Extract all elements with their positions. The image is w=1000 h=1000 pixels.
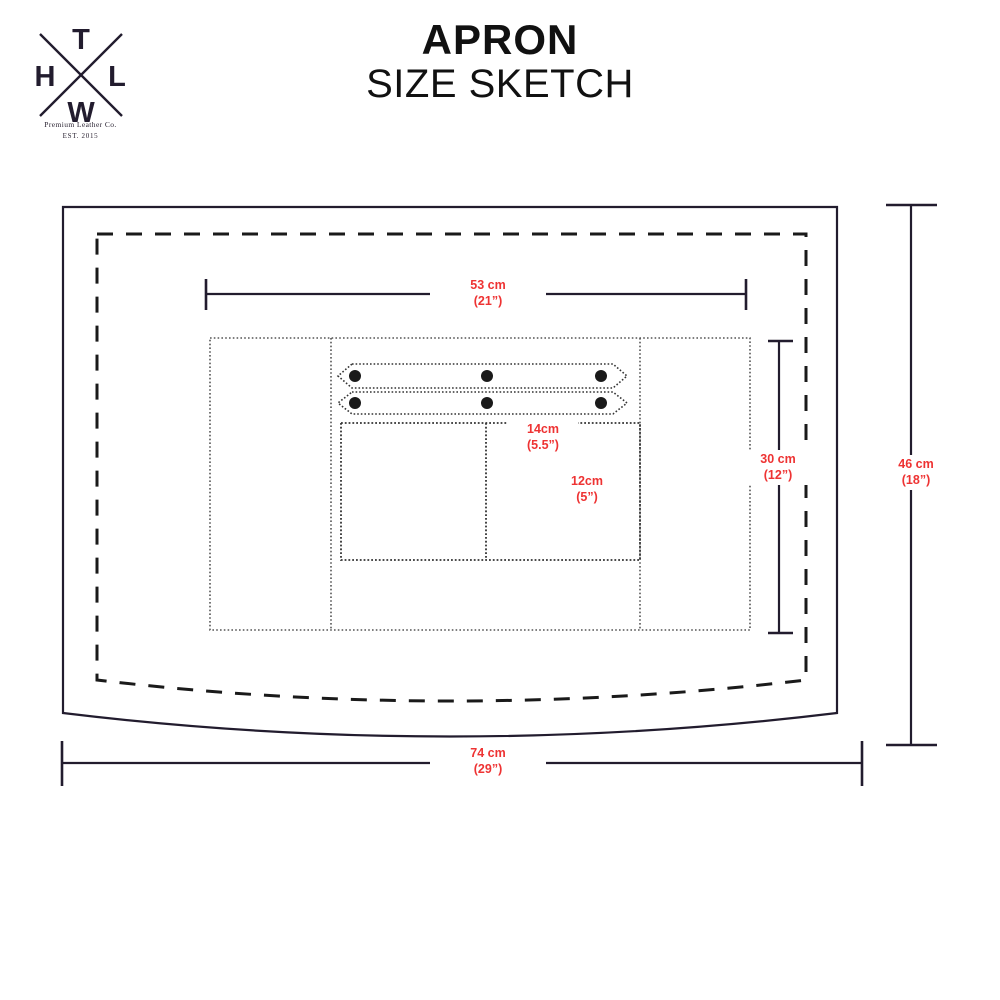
dimension-imperial: (21”) <box>473 293 503 308</box>
page-subtitle: SIZE SKETCH <box>366 62 634 106</box>
pocket-outline <box>340 422 641 561</box>
dimension-label-pocket-height: 12cm (5”) <box>555 473 619 507</box>
logo-letter-top: T <box>72 24 90 56</box>
logo-letter-left: H <box>35 61 56 93</box>
rivet-icon <box>349 397 361 409</box>
dimension-label-53cm: 53 cm (21”) <box>430 278 546 310</box>
dimension-metric: 74 cm <box>470 746 506 760</box>
dimension-line-30cm <box>768 339 793 635</box>
brand-tagline: Premium Leather Co. <box>44 120 117 129</box>
dimension-metric: 30 cm <box>760 452 796 466</box>
dimension-imperial: (29”) <box>473 761 503 776</box>
dimension-label-pocket-width: 14cm (5.5”) <box>508 421 578 455</box>
dimension-imperial: (5.5”) <box>527 437 559 452</box>
rivet-icon <box>481 397 493 409</box>
brand-established: EST. 2015 <box>62 132 99 140</box>
logo-letter-right: L <box>108 61 126 93</box>
dimension-imperial: (12”) <box>763 467 793 482</box>
rivet-icon <box>481 370 493 382</box>
dimension-metric: 14cm <box>527 422 559 436</box>
dimension-imperial: (18”) <box>901 472 931 487</box>
dimension-metric: 12cm <box>571 474 603 488</box>
rivet-icon <box>595 397 607 409</box>
dimension-label-46cm: 46 cm (18”) <box>880 455 952 491</box>
rivet-icon <box>595 370 607 382</box>
dimension-label-74cm: 74 cm (29”) <box>430 746 546 778</box>
rivet-icon <box>349 370 361 382</box>
apron-outline <box>61 205 839 738</box>
dimension-metric: 46 cm <box>898 457 934 471</box>
logo-mark-icon: T H L W <box>35 24 126 124</box>
logo-letter-bottom: W <box>67 97 95 124</box>
dimension-imperial: (5”) <box>576 489 598 504</box>
dimension-label-30cm: 30 cm (12”) <box>745 450 811 486</box>
brand-logo: T H L W Premium Leather Co. EST. 2015 <box>18 14 143 144</box>
stitch-line-dashed <box>95 232 808 703</box>
dimension-metric: 53 cm <box>470 278 506 292</box>
panel-outline <box>209 337 751 631</box>
page-title: APRON <box>421 16 579 63</box>
